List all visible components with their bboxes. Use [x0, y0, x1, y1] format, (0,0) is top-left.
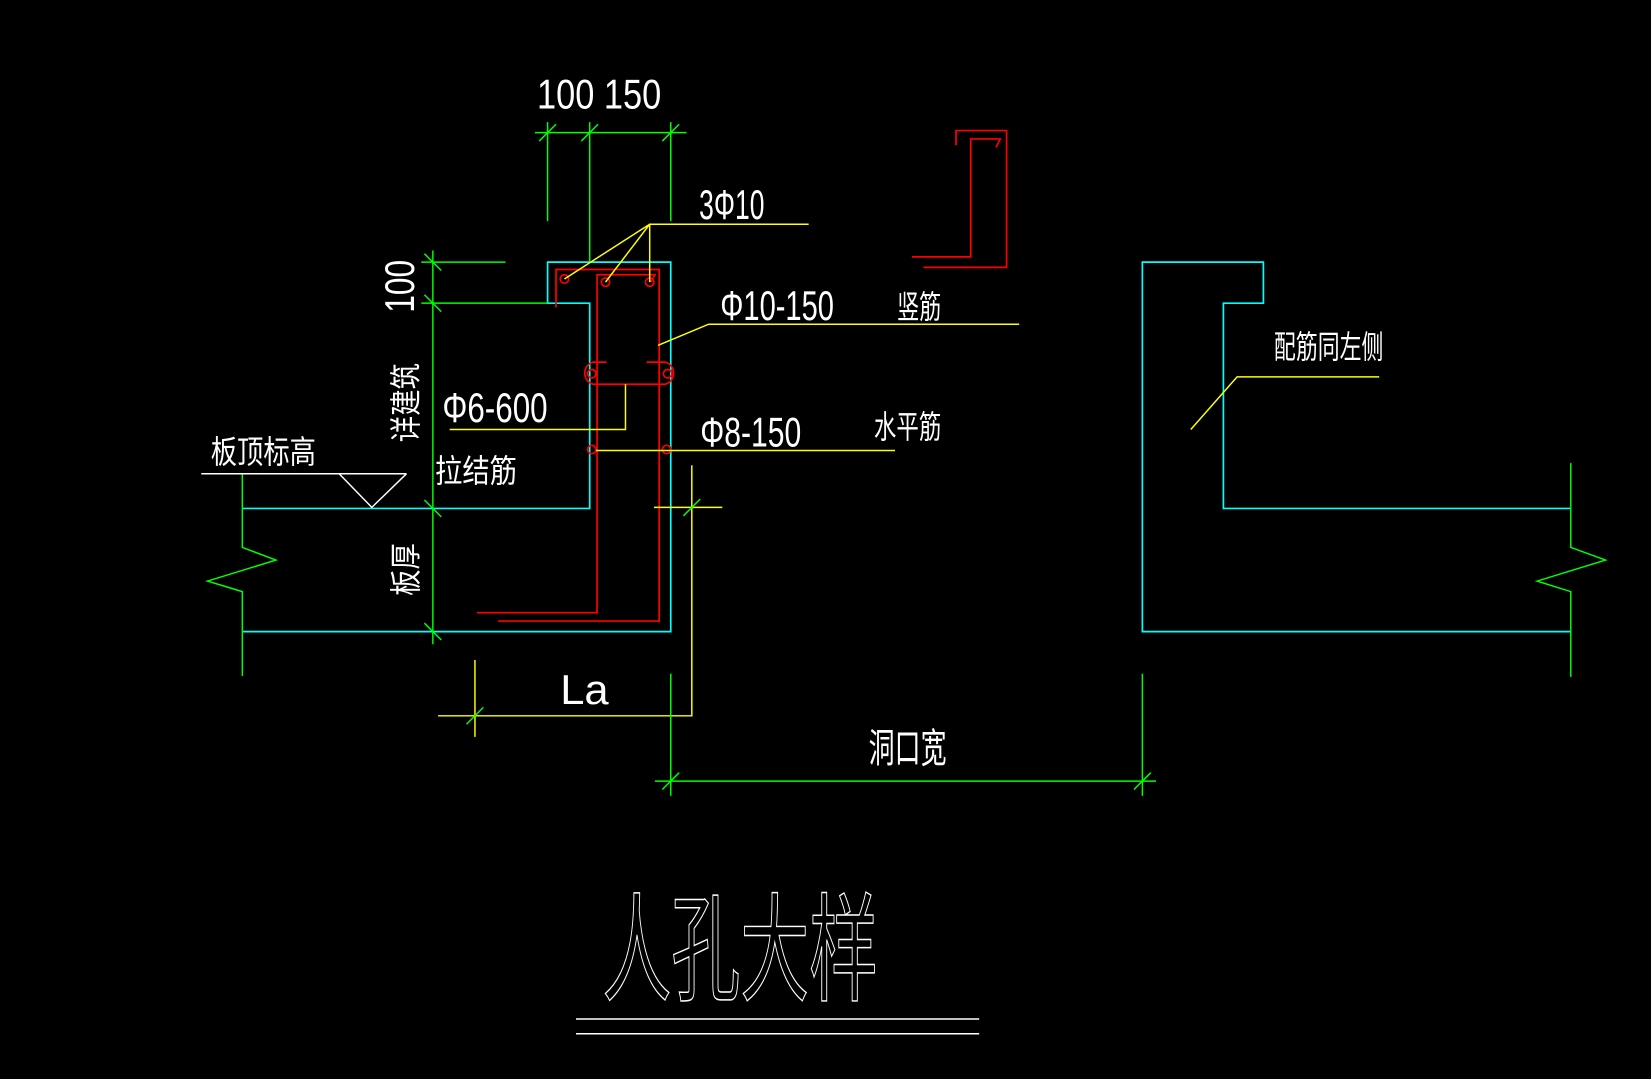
vertical-bar-leader: Φ10-150 竖筋	[657, 282, 1020, 346]
left-dimension: 100	[376, 250, 548, 645]
right-break-line	[1534, 463, 1608, 677]
top-bars-label: 3Φ10	[699, 181, 764, 228]
tie-spec: Φ6-600	[442, 384, 547, 431]
horizontal-bar-leader: Φ8-150 水平筋	[596, 408, 941, 455]
top-bar-1	[559, 273, 570, 285]
vertical-bar-name: 竖筋	[897, 290, 941, 326]
la-dimension: La	[438, 465, 723, 737]
inner-vertical-rebar	[477, 273, 657, 614]
left-curb-outline	[242, 261, 672, 633]
outer-stirrup-rebar	[498, 268, 661, 622]
left-break-line	[205, 473, 279, 676]
tie-name: 拉结筋	[435, 454, 517, 490]
horizontal-bar-left	[586, 444, 597, 455]
top-dimension-text: 100 150	[537, 70, 661, 117]
drawing-title: 人孔大样	[602, 883, 878, 1020]
vertical-bar-spec: Φ10-150	[720, 282, 834, 329]
slab-top-elevation-symbol: 板顶标高	[201, 435, 408, 509]
top-bar-2	[600, 277, 611, 288]
horizontal-bar-right	[661, 444, 672, 455]
horizontal-bar-spec: Φ8-150	[700, 408, 801, 455]
opening-width-dimension: 洞口宽	[654, 673, 1157, 796]
right-curb-outline	[1141, 261, 1571, 633]
tie-leader: Φ6-600 拉结筋	[435, 384, 627, 490]
same-as-left-label: 配筋同左侧	[1274, 330, 1383, 366]
vertical-bar-detail	[911, 129, 1008, 269]
left-dimension-text: 100	[376, 260, 423, 313]
same-as-left-note: 配筋同左侧	[1190, 330, 1383, 430]
see-architecture-label: 详建筑	[389, 363, 425, 442]
la-text: La	[560, 666, 609, 713]
drawing-title-block: 人孔大样	[576, 882, 980, 1035]
opening-width-text: 洞口宽	[869, 726, 947, 772]
top-dimension: 100 150	[534, 70, 687, 263]
horizontal-bar-name: 水平筋	[874, 410, 941, 446]
slab-thickness-label: 板厚	[389, 543, 425, 596]
top-bars-leader: 3Φ10	[564, 181, 809, 283]
tie-rebar	[583, 361, 675, 386]
slab-top-elevation-label: 板顶标高	[211, 435, 316, 471]
